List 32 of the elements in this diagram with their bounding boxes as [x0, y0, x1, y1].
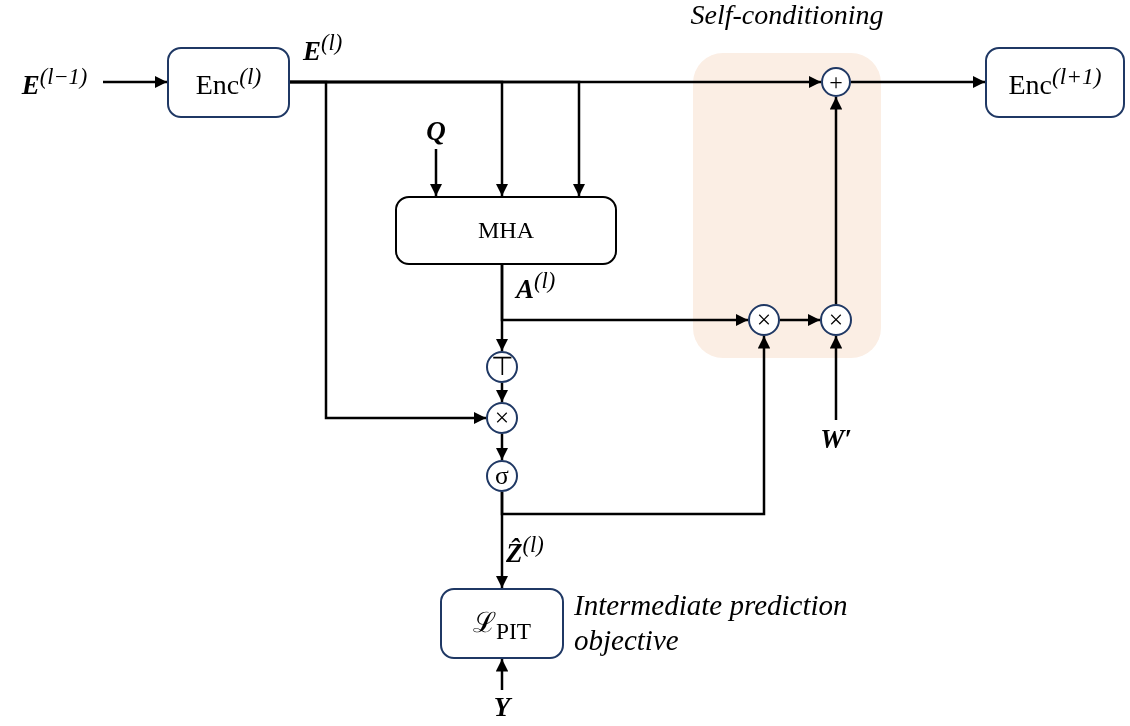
- encoder-box: Enc$^{(l)}$: [167, 47, 290, 118]
- annotation-text: Intermediate prediction objective: [574, 588, 849, 658]
- arrow: [829, 336, 843, 420]
- arrow: [780, 313, 820, 327]
- operator-circle: +: [821, 67, 851, 97]
- arrow: [829, 97, 843, 304]
- arrow: [851, 75, 985, 89]
- arrow: [495, 434, 509, 460]
- arrow: [500, 265, 748, 327]
- arrow: [495, 492, 509, 588]
- signal-label: Ẑ$^{(l)}$: [506, 532, 544, 569]
- signal-label: E$^{(l)}$: [303, 30, 343, 67]
- operator-circle: ×: [820, 304, 852, 336]
- signal-label: A$^{(l)}$: [516, 268, 556, 305]
- region-title: Self-conditioning: [689, 0, 885, 31]
- operator-circle: ×: [748, 304, 780, 336]
- variable-label: Q: [420, 113, 452, 149]
- arrow: [500, 336, 771, 516]
- encoder-box: Enc$^{(l+1)}$: [985, 47, 1125, 118]
- variable-label: E$^{(l−1)}$: [6, 63, 103, 101]
- operator-circle: σ: [486, 460, 518, 492]
- arrow: [495, 659, 509, 690]
- operator-circle: ×: [486, 402, 518, 434]
- arrow: [103, 75, 167, 89]
- variable-label: Y: [489, 690, 515, 724]
- arrow: [495, 383, 509, 402]
- arrow: [290, 80, 486, 425]
- variable-label: W′: [811, 420, 861, 458]
- arrow: [429, 149, 443, 196]
- encoder-box: ℒ$_{PIT}$: [440, 588, 564, 659]
- attention-box: MHA: [395, 196, 617, 265]
- operator-circle: ⊤: [486, 351, 518, 383]
